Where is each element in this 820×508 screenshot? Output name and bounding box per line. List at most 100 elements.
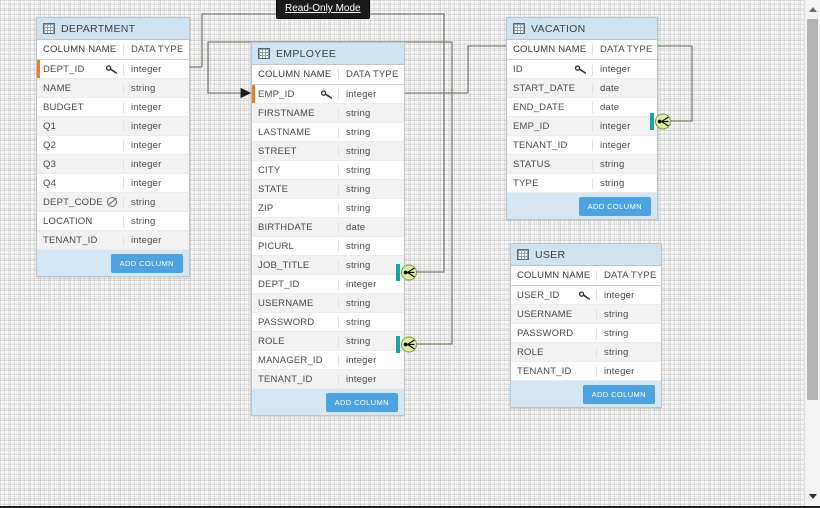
column-row[interactable]: TENANT_ID integer (37, 231, 189, 250)
primary-key-marker (252, 85, 255, 103)
vertical-scrollbar-thumb[interactable] (807, 19, 818, 400)
table-icon (43, 23, 55, 34)
column-row[interactable]: CITY string (252, 161, 404, 180)
header-column-name: COLUMN NAME (513, 44, 587, 55)
column-name-label: BIRTHDATE (258, 221, 313, 233)
key-icon (106, 64, 117, 74)
table-header-employee[interactable]: EMPLOYEE (252, 43, 404, 65)
relation-endpoint-vacation-emp[interactable] (650, 112, 676, 131)
column-type-label: string (338, 183, 403, 195)
scroll-down-arrow-icon[interactable] (805, 489, 820, 503)
column-row[interactable]: BUDGET integer (37, 98, 189, 117)
column-type-label: string (338, 297, 403, 309)
column-type-label: integer (596, 365, 660, 377)
vertical-scrollbar[interactable] (804, 0, 820, 506)
relation-endpoint-employee-dept[interactable] (396, 263, 422, 282)
column-name-label: DEPT_ID (43, 63, 85, 75)
header-data-type: DATA TYPE (338, 69, 403, 80)
table-header-user[interactable]: USER (511, 244, 661, 266)
column-name-label: EMP_ID (513, 120, 550, 132)
column-type-label: integer (123, 101, 188, 113)
read-only-mode-label: Read-Only Mode (285, 3, 361, 14)
key-icon (575, 64, 586, 74)
read-only-mode-badge: Read-Only Mode (276, 0, 370, 19)
add-column-button[interactable]: ADD COLUMN (578, 196, 651, 216)
column-type-label: string (338, 164, 403, 176)
column-type-label: integer (123, 234, 188, 246)
column-name-label: Q4 (43, 177, 57, 189)
relation-endpoint-employee-manager[interactable] (396, 335, 422, 354)
column-name-label: Q1 (43, 120, 57, 132)
column-name-label: LOCATION (43, 215, 93, 227)
column-type-label: string (123, 215, 188, 227)
table-header-vacation[interactable]: VACATION (507, 18, 657, 40)
window-bottom-border (0, 506, 820, 508)
column-type-label: integer (338, 354, 403, 366)
column-name-label: Q2 (43, 139, 57, 151)
column-name-label: USERNAME (517, 308, 573, 320)
column-name-label: TENANT_ID (513, 139, 568, 151)
add-column-button[interactable]: ADD COLUMN (582, 384, 655, 404)
column-name-label: Q3 (43, 158, 57, 170)
header-column-name: COLUMN NAME (43, 44, 117, 55)
primary-key-marker (37, 60, 40, 78)
table-title: USER (535, 248, 566, 261)
column-name-label: FIRSTNAME (258, 107, 315, 119)
column-name-label: TENANT_ID (43, 234, 98, 246)
add-column-button[interactable]: ADD COLUMN (325, 392, 398, 412)
column-row[interactable]: Q4 integer (37, 174, 189, 193)
table-header-department[interactable]: DEPARTMENT (37, 18, 189, 40)
table-footer: ADD COLUMN (507, 193, 657, 219)
column-type-label: integer (338, 88, 403, 100)
column-row[interactable]: LOCATION string (37, 212, 189, 231)
column-name-label: CITY (258, 164, 281, 176)
column-name-label: NAME (43, 82, 72, 94)
column-name-label: BUDGET (43, 101, 84, 113)
table-title: EMPLOYEE (276, 47, 337, 60)
column-type-label: integer (123, 177, 188, 189)
table-title: VACATION (531, 22, 586, 35)
add-column-button[interactable]: ADD COLUMN (110, 253, 183, 273)
scroll-up-arrow-icon[interactable] (805, 2, 820, 16)
